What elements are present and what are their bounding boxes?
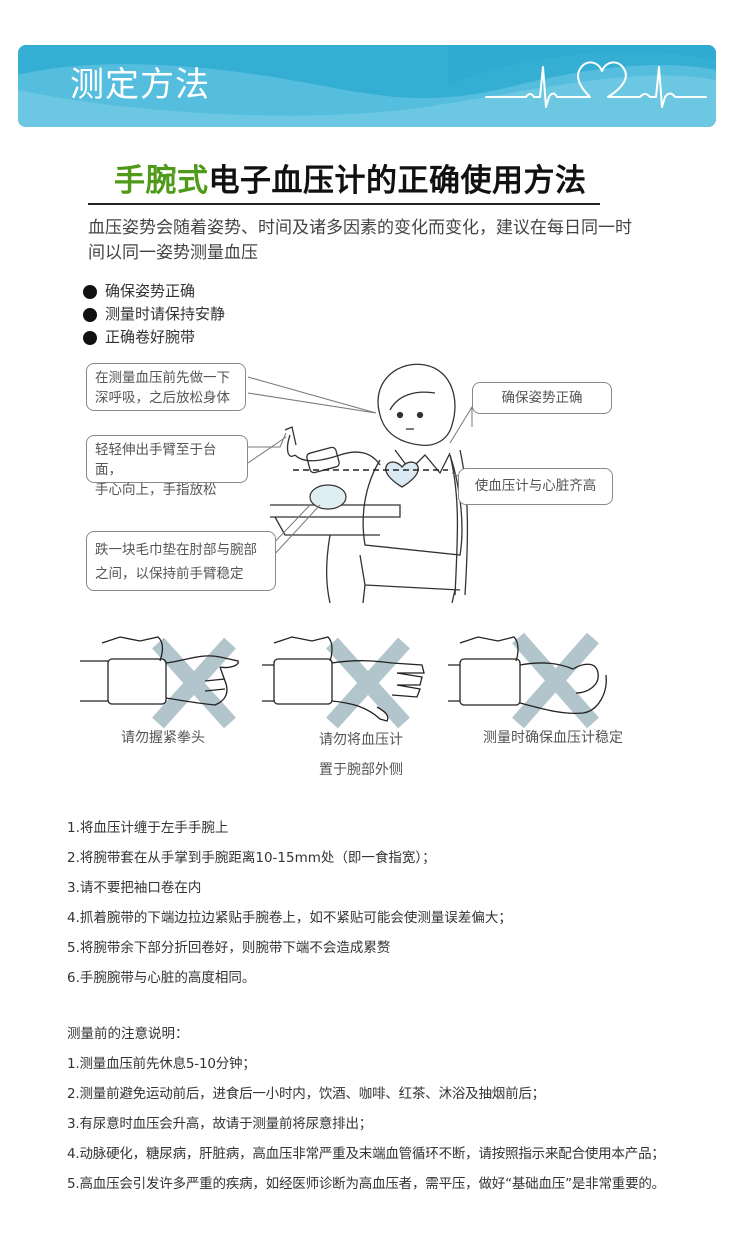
notes-title: 测量前的注意说明： [67,1026,189,1042]
wrist-unsteady-drawing [448,632,607,729]
callout-heart-level: 使血压计与心脏齐高 [458,468,613,505]
heading-rest: 电子血压计的正确使用方法 [208,163,587,199]
step-item: 6.手腕腕带与心脏的高度相同。 [67,970,256,986]
seated-woman-drawing [247,363,473,604]
step-item: 5.将腕带余下部分折回卷好，则腕带下端不会造成累赘 [67,940,391,956]
note-item: 2.测量前避免运动前后，进食后一小时内，饮酒、咖啡、红茶、沐浴及抽烟前后； [67,1086,545,1102]
note-item: 3.有尿意时血压会升高，故请于测量前将尿意排出； [67,1116,373,1132]
note-item: 1.测量血压前先休息5-10分钟； [67,1056,256,1072]
bullet-dot-icon [83,284,97,299]
wrist-caption-2: 请勿将血压计 置于腕部外侧 [319,732,403,778]
step-item: 1.将血压计缠于左手手腕上 [67,820,229,836]
section-banner: 测定方法 [18,45,716,127]
wrist-fist-drawing [80,636,239,729]
callout-correct-posture: 确保姿势正确 [472,382,612,414]
callout-towel-support: 跌一块毛巾垫在肘部与腕部 之间，以保持前手臂稳定 [86,531,276,591]
callout-deep-breath: 在测量血压前先做一下 深呼吸，之后放松身体 [86,363,246,411]
bullet-dot-icon [83,307,97,322]
callout-extend-arm: 轻轻伸出手臂至于台面， 手心向上，手指放松 [86,435,248,498]
step-item: 4.抓着腕带的下端边拉边紧贴手腕卷上，如不紧贴可能会使测量误差偏大； [67,910,512,926]
wrist-caption-3: 测量时确保血压计稳定 [483,730,623,746]
key-point: 测量时请保持安静 [83,303,225,326]
step-item: 2.将腕带套在从手掌到手腕距离10-15mm处（即一食指宽）； [67,850,436,866]
key-point: 正确卷好腕带 [83,326,225,349]
precautions-list: 1.测量血压前先休息5-10分钟； 2.测量前避免运动前后，进食后一小时内，饮酒… [67,1049,665,1199]
wrist-outer-side-drawing [262,636,425,729]
heading-title: 手腕式电子血压计的正确使用方法 [114,159,587,203]
bullet-dot-icon [83,330,97,345]
posture-illustration: 在测量血压前先做一下 深呼吸，之后放松身体 轻轻伸出手臂至于台面， 手心向上，手… [80,355,640,605]
page-heading: 手腕式电子血压计的正确使用方法 [88,157,618,207]
wrist-examples: 请勿握紧拳头 请勿将血压计 置于腕部外侧 测量时确保血压计稳定 [70,615,650,795]
note-item: 5.高血压会引发许多严重的疾病，如经医师诊断为高血压者，需平压，做好“基础血压”… [67,1176,665,1192]
note-item: 4.动脉硬化，糖尿病，肝脏病，高血压非常严重及末端血管循环不断，请按照指示来配合… [67,1146,665,1162]
intro-paragraph: 血压姿势会随着姿势、时间及诸多因素的变化而变化，建议在每日同一时间以同一姿势测量… [88,218,632,263]
usage-steps-list: 1.将血压计缠于左手手腕上 2.将腕带套在从手掌到手腕距离10-15mm处（即一… [67,813,512,993]
key-point: 确保姿势正确 [83,280,225,303]
wrist-caption-1: 请勿握紧拳头 [121,730,205,746]
step-item: 3.请不要把袖口卷在内 [67,880,202,896]
heading-underline [88,203,600,205]
banner-title: 测定方法 [70,65,210,105]
heading-highlight: 手腕式 [114,163,209,199]
key-points-list: 确保姿势正确 测量时请保持安静 正确卷好腕带 [83,280,225,349]
heartbeat-ecg-heart-icon [485,61,707,108]
